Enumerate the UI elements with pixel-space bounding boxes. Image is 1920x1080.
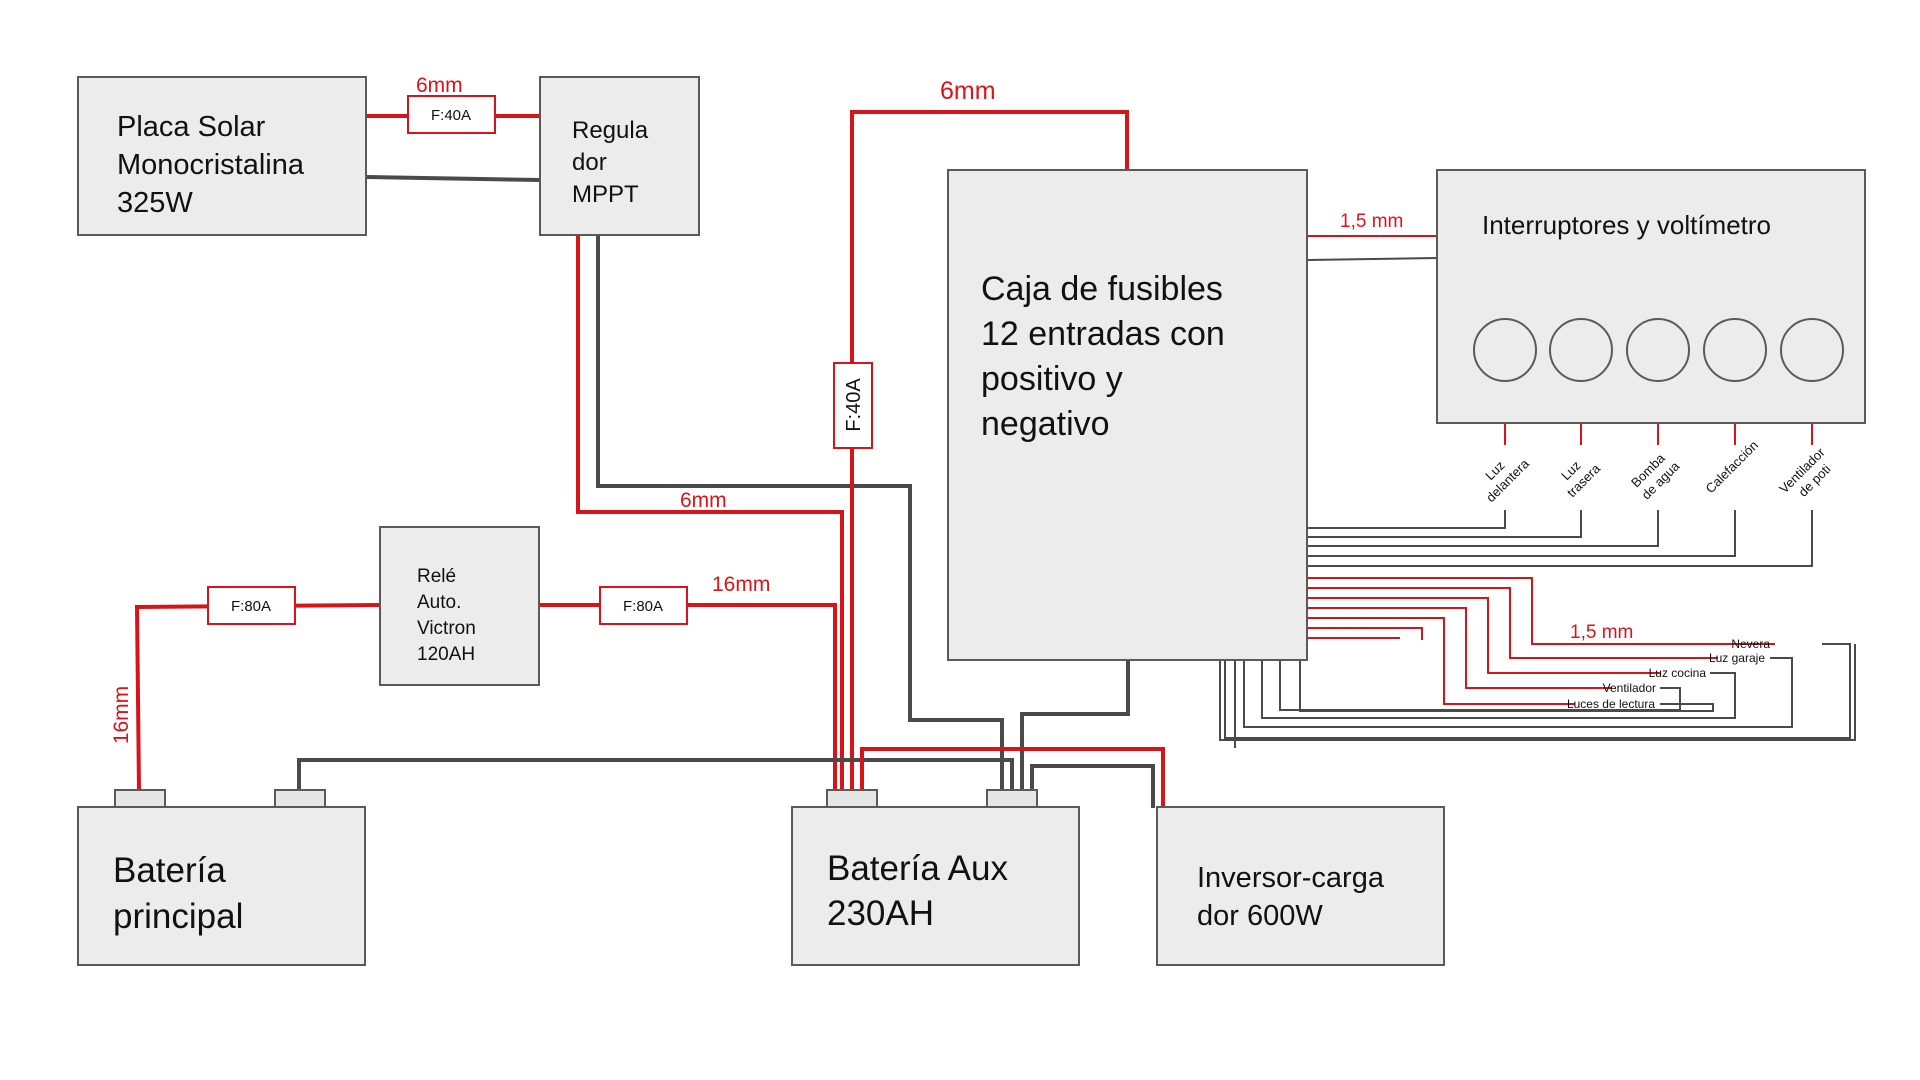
- wire-return-nevera: [1224, 643, 1851, 739]
- aux-battery-line-2: 230AH: [827, 894, 934, 933]
- relay-line-3: Victron: [417, 618, 476, 639]
- aux-battery-line-1: Batería Aux: [827, 849, 1008, 888]
- wire-mppt-battery-negative: [596, 236, 1004, 790]
- mppt-controller-box: [539, 76, 700, 236]
- inverter-box: [1156, 806, 1445, 966]
- main-battery-line-1: Batería: [113, 851, 226, 890]
- switch-dial-4: [1703, 318, 1767, 382]
- solar-panel-line-1: Placa Solar: [117, 111, 266, 143]
- relay-label: Relé Auto. Victron 120AH: [417, 566, 481, 665]
- mppt-line-2: dor: [572, 149, 607, 176]
- wire-return-luz-cocina: [1261, 660, 1736, 719]
- fuse-relay-right: [599, 586, 688, 625]
- relay-box: [379, 526, 540, 686]
- wire-label-main-battery: 16mm: [110, 686, 133, 744]
- mppt-line-3: MPPT: [572, 181, 639, 208]
- wire-switch-3-return: [1308, 510, 1659, 547]
- switch-dial-1: [1473, 318, 1537, 382]
- main-battery-negative-terminal: [274, 789, 326, 808]
- fuse-solar-mppt: [407, 95, 496, 134]
- switches-panel-title: Interruptores y voltímetro: [1482, 210, 1771, 240]
- wire-mppt-battery-positive: [576, 236, 844, 790]
- wire-switch-1-return: [1308, 510, 1506, 529]
- fuse-box-line-2: 12 entradas con: [981, 315, 1225, 353]
- fuse-fusebox-feed: [833, 362, 873, 449]
- wire-load-nevera: [1308, 577, 1775, 645]
- switch-dial-5: [1780, 318, 1844, 382]
- wire-load-luz-cocina: [1308, 597, 1660, 674]
- fuse-fusebox-feed-label: F:40A: [843, 378, 865, 432]
- wire-switch-5-return: [1308, 510, 1813, 567]
- switch-label-calefaccion: Calefacción: [1702, 437, 1761, 496]
- aux-battery-label: Batería Aux 230AH: [827, 849, 1018, 933]
- switch-label-luz-delantera: Luz delantera: [1472, 444, 1533, 505]
- inverter-label: Inversor-carga dor 600W: [1197, 862, 1392, 932]
- wire-ground-main-aux: [297, 758, 1014, 790]
- wire-relay-main-battery: [134, 603, 381, 791]
- load-label-luz-cocina: Luz cocina: [1649, 666, 1707, 680]
- fuse-box-line-1: Caja de fusibles: [981, 270, 1223, 308]
- main-battery-box: [77, 806, 366, 966]
- fuse-solar-mppt-label: F:40A: [431, 107, 471, 124]
- wire-switch-2-return: [1308, 510, 1582, 538]
- wire-label-mppt-battery: 6mm: [680, 489, 727, 512]
- solar-panel-line-3: 325W: [117, 187, 193, 219]
- wire-label-relay-battery: 16mm: [712, 573, 770, 596]
- fuse-box-label: Caja de fusibles 12 entradas con positiv…: [981, 270, 1234, 443]
- wire-load-luz-garaje: [1308, 587, 1718, 659]
- fuse-relay-right-label: F:80A: [623, 598, 663, 615]
- wire-fusebox-switches-negative: [1307, 257, 1438, 261]
- mppt-controller-label: Regula dor MPPT: [572, 117, 655, 208]
- mppt-line-1: Regula: [572, 117, 649, 144]
- inverter-line-1: Inversor-carga: [1197, 862, 1385, 894]
- switch-label-luz-trasera: Luz trasera: [1553, 449, 1604, 500]
- wire-inverter-negative: [1030, 764, 1155, 808]
- wire-solar-mppt-negative: [366, 175, 541, 182]
- fuse-box-line-3: positivo y: [981, 360, 1123, 398]
- fuse-relay-left-label: F:80A: [231, 598, 271, 615]
- main-battery-line-2: principal: [113, 897, 243, 936]
- fuse-box: [947, 169, 1308, 661]
- wire-inverter-positive: [860, 747, 1165, 808]
- switch-label-bomba-agua: Bomba de agua: [1627, 447, 1683, 503]
- relay-line-4: 120AH: [417, 644, 475, 665]
- solar-panel-label: Placa Solar Monocristalina 325W: [117, 111, 312, 219]
- main-battery-positive-terminal: [114, 789, 166, 808]
- aux-battery-positive-terminal: [826, 789, 878, 808]
- relay-line-1: Relé: [417, 566, 456, 587]
- wire-label-loads: 1,5 mm: [1570, 622, 1633, 643]
- wire-switch-4-return: [1308, 510, 1736, 557]
- main-battery-label: Batería principal: [113, 851, 243, 936]
- wire-return-luz-garaje: [1243, 657, 1793, 728]
- fuse-relay-left: [207, 586, 296, 625]
- inverter-line-2: dor 600W: [1197, 900, 1323, 932]
- wire-fusebox-feed-positive: [850, 110, 1129, 790]
- switch-dial-3: [1626, 318, 1690, 382]
- solar-panel-box: [77, 76, 367, 236]
- wire-label-switches: 1,5 mm: [1340, 211, 1403, 232]
- wire-relay-battery: [540, 603, 837, 790]
- switches-panel-box: [1436, 169, 1866, 424]
- load-label-nevera: Nevera: [1731, 637, 1770, 651]
- solar-panel-line-2: Monocristalina: [117, 149, 305, 181]
- aux-battery-negative-terminal: [986, 789, 1038, 808]
- switch-dial-2: [1549, 318, 1613, 382]
- wire-load-extra-1: [1308, 627, 1423, 640]
- wire-label-fusebox-top: 6mm: [940, 77, 996, 105]
- load-label-luz-garaje: Luz garaje: [1709, 651, 1765, 665]
- wire-load-ventilador: [1308, 607, 1612, 689]
- aux-battery-box: [791, 806, 1080, 966]
- wire-return-bus: [1219, 644, 1856, 741]
- wire-fusebox-negative: [1020, 660, 1130, 790]
- fuse-box-line-4: negativo: [981, 405, 1110, 443]
- relay-line-2: Auto.: [417, 592, 461, 613]
- load-label-luces-lectura: Luces de lectura: [1567, 697, 1655, 711]
- switch-label-ventilador-poti: Ventilador de poti: [1776, 442, 1841, 507]
- load-label-ventilador: Ventilador: [1603, 681, 1656, 695]
- switch-label-4-line-1: Calefacción: [1702, 437, 1761, 496]
- wire-load-luces-lectura: [1308, 617, 1575, 705]
- wire-label-solar-mppt: 6mm: [416, 74, 463, 97]
- wire-return-luces-lectura: [1299, 660, 1714, 712]
